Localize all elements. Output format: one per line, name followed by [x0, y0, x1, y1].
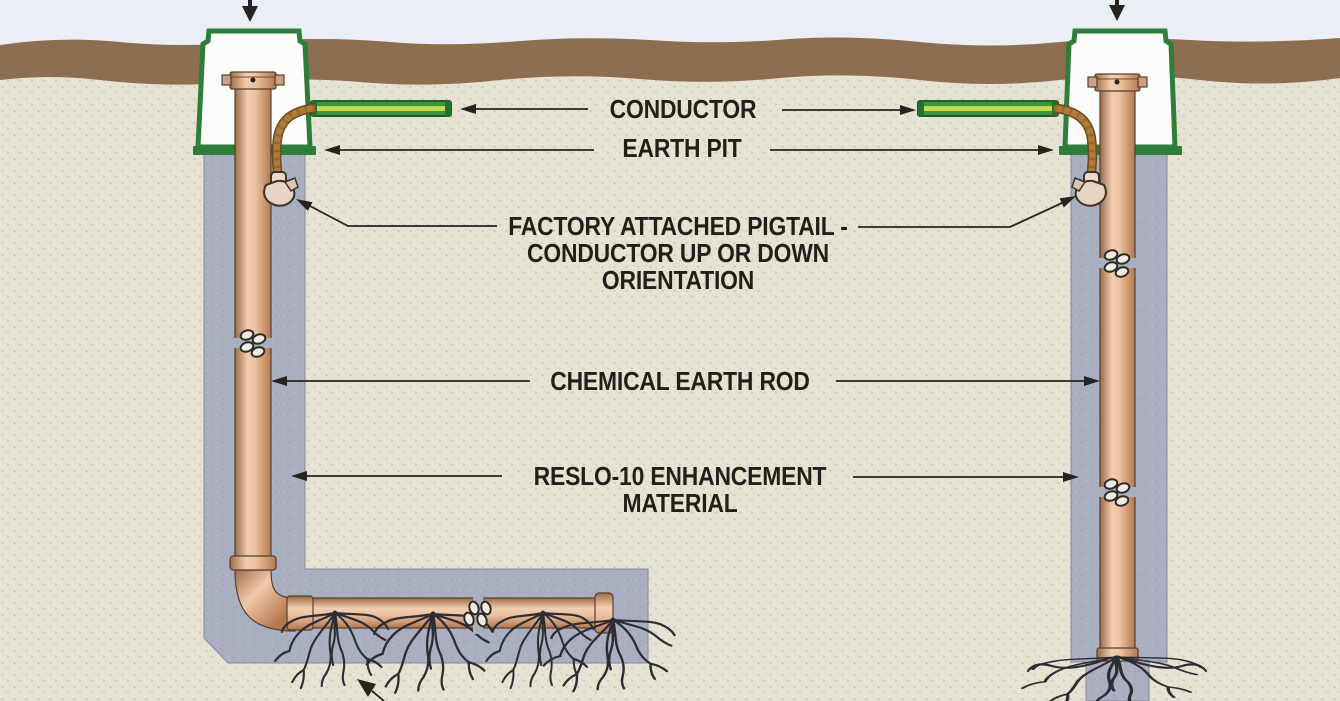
chemical-earth-rod-right: [1087, 73, 1148, 662]
label-conductor: CONDUCTOR: [610, 96, 757, 123]
arrow-earth-rod-right: [836, 376, 1100, 386]
label-enhancement-material: RESLO-10 ENHANCEMENT MATERIAL: [534, 463, 827, 517]
arrow-earth-pit-left: [324, 145, 594, 155]
arrow-enhancement-left: [291, 471, 502, 481]
arrow-conductor-right: [782, 105, 916, 115]
label-chemical-earth-rod: CHEMICAL EARTH ROD: [550, 368, 810, 395]
label-earth-pit-text: EARTH PIT: [622, 133, 742, 163]
arrow-top-right-down: [1109, 0, 1125, 21]
label-pigtail-line1: FACTORY ATTACHED PIGTAIL -: [508, 211, 848, 241]
label-conductor-text: CONDUCTOR: [609, 94, 757, 124]
topsoil-band: [0, 37, 1340, 85]
label-pigtail-line2: CONDUCTOR UP OR DOWN: [527, 238, 829, 268]
arrow-top-left-down: [242, 0, 258, 22]
conductor-cable-right: [917, 100, 1059, 117]
arrow-earth-pit-right: [770, 145, 1054, 155]
arrow-enhancement-right: [853, 472, 1079, 482]
arrow-pigtail-right: [858, 196, 1076, 228]
arrow-earth-rod-left: [271, 376, 530, 386]
arrow-bottom-partial: [357, 679, 385, 701]
arrow-conductor-left: [460, 104, 588, 114]
label-pigtail-line3: ORIENTATION: [601, 265, 755, 295]
electrode-roots: [274, 609, 1208, 701]
arrow-pigtail-left: [296, 199, 497, 227]
label-chemical-earth-rod-text: CHEMICAL EARTH ROD: [550, 366, 810, 396]
label-enhancement-line2: MATERIAL: [622, 488, 738, 518]
conductor-cable-left: [310, 100, 452, 117]
label-enhancement-line1: RESLO-10 ENHANCEMENT: [533, 461, 827, 491]
pigtail-left: [271, 103, 316, 178]
label-factory-pigtail: FACTORY ATTACHED PIGTAIL - CONDUCTOR UP …: [508, 211, 848, 295]
pigtail-right: [1053, 103, 1098, 178]
annotation-arrows: [242, 0, 1125, 701]
label-earth-pit: EARTH PIT: [622, 135, 741, 162]
